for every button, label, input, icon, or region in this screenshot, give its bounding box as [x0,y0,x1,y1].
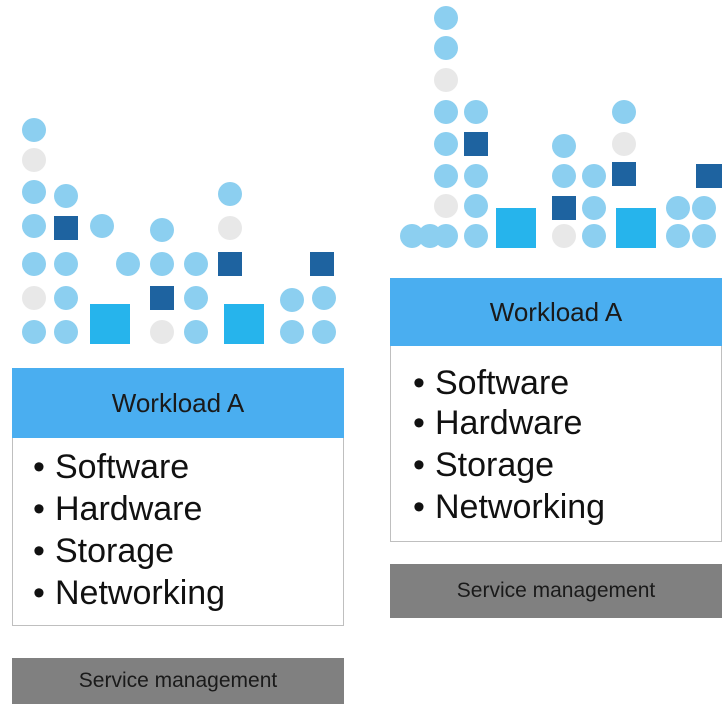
component-item: • Software [413,364,569,403]
resource-square [552,196,576,220]
workload-title: Workload A [12,368,344,438]
resource-circle [552,224,576,248]
resource-circle [552,134,576,158]
component-item: • Storage [33,532,174,571]
component-label: Storage [435,446,555,484]
resource-square [696,164,722,188]
bullet: • [413,446,425,484]
resource-circle [666,224,690,248]
resource-square [150,286,174,310]
resource-circle [280,320,304,344]
component-label: Hardware [435,404,583,442]
bullet: • [413,404,425,442]
component-item: • Hardware [33,490,202,529]
resource-circle [150,252,174,276]
resource-circle [312,320,336,344]
resource-circle [22,252,46,276]
resource-circle [582,164,606,188]
resource-circle [312,286,336,310]
workload-components: • Software • Hardware • Storage • Networking [12,438,344,626]
workload-title: Workload A [390,278,722,346]
bullet: • [33,490,45,528]
resource-circle [612,100,636,124]
resource-circle [582,196,606,220]
workload-components: • Software • Hardware • Storage • Networking [390,346,722,542]
resource-circle [692,224,716,248]
resource-circle [434,194,458,218]
resource-circle [150,218,174,242]
resource-square [310,252,334,276]
resource-circle [434,224,458,248]
component-item: • Storage [413,446,554,485]
resource-circle [612,132,636,156]
workload-panel-right: Workload A • Software • Hardware • Storage … [390,0,722,704]
resource-circle [22,180,46,204]
resource-circle [582,224,606,248]
resource-circle [280,288,304,312]
component-label: Storage [55,532,175,570]
component-label: Software [55,448,190,486]
bullet: • [33,448,45,486]
bullet: • [413,488,425,526]
resource-circle [692,196,716,220]
resource-circle [552,164,576,188]
resource-circle [434,100,458,124]
resource-circle [434,6,458,30]
workload-card: Workload A • Software • Hardware • Storage … [12,368,344,704]
resource-square-large [616,208,656,248]
resource-circle [54,184,78,208]
component-item: • Networking [413,488,605,527]
bullet: • [413,364,425,402]
service-management-bar: Service management [390,564,722,618]
resource-circle [434,36,458,60]
component-item: • Software [33,448,189,487]
component-label: Hardware [55,490,203,528]
resource-circle [434,164,458,188]
resource-circle [218,182,242,206]
bullet: • [33,532,45,570]
workload-card: Workload A • Software • Hardware • Storage … [390,278,722,618]
resource-circle [54,286,78,310]
resource-circle [434,68,458,92]
resource-circle [184,252,208,276]
resource-circle [464,164,488,188]
resource-circle [464,100,488,124]
service-management-bar: Service management [12,658,344,704]
resource-circle [22,320,46,344]
component-label: Software [435,364,570,402]
resource-circle [184,320,208,344]
component-item: • Hardware [413,404,582,443]
resource-circle [464,194,488,218]
resource-square [218,252,242,276]
resource-circle [184,286,208,310]
resource-circle [22,148,46,172]
resource-circle [90,214,114,238]
resource-circle [434,132,458,156]
component-item: • Networking [33,574,225,613]
resource-square-large [496,208,536,248]
resource-square-large [90,304,130,344]
resource-square [54,216,78,240]
workload-panel-left: Workload A • Software • Hardware • Storage … [10,0,350,704]
component-label: Networking [435,488,606,526]
resource-circle [22,214,46,238]
resource-square [612,162,636,186]
resource-circle [22,286,46,310]
resource-circle [464,224,488,248]
bullet: • [33,574,45,612]
resource-square [464,132,488,156]
resource-square-large [224,304,264,344]
resource-circle [54,252,78,276]
component-label: Networking [55,574,226,612]
resource-circle [218,216,242,240]
resource-circle [54,320,78,344]
resource-circle [666,196,690,220]
resource-circle [116,252,140,276]
resource-circle [22,118,46,142]
resource-circle [150,320,174,344]
